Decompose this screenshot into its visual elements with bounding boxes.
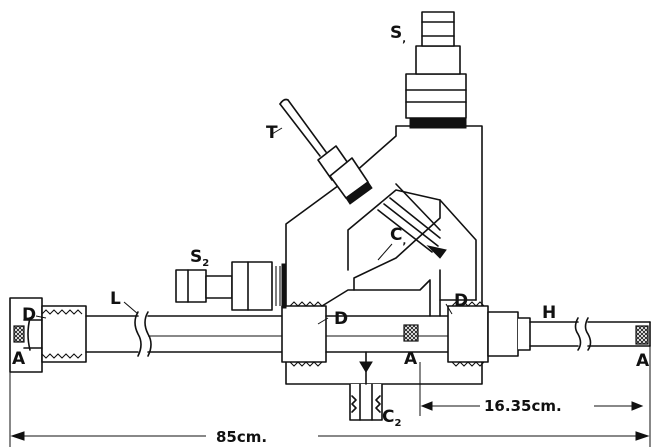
tube-h (529, 317, 651, 351)
label-s2: S2 (190, 247, 209, 269)
label-s1: S, (390, 23, 406, 45)
dimension-overall-text: 85cm. (216, 428, 267, 446)
tube-l (85, 311, 283, 357)
thermometer-t (279, 98, 373, 205)
label-d-mid: D (334, 309, 348, 329)
label-d-right: D (454, 291, 468, 311)
right-fitting (447, 301, 531, 367)
label-a-right: A (636, 351, 650, 371)
label-a-left: A (12, 349, 26, 369)
label-c2: C2 (382, 407, 401, 429)
dimension-right-text: 16.35cm. (484, 397, 562, 415)
shaft-s2 (175, 261, 287, 311)
seal-a-left (13, 325, 25, 343)
label-c1: C, (390, 225, 406, 247)
label-h: H (542, 303, 556, 323)
dimension-right (419, 362, 644, 416)
label-l: L (110, 289, 121, 309)
label-a-mid: A (404, 349, 418, 369)
label-d-left: D (22, 305, 36, 325)
seal-a-right (635, 325, 649, 345)
seal-a-mid (403, 324, 419, 342)
left-end-fitting (9, 297, 87, 373)
dimension-overall (9, 346, 651, 447)
leader-lines (35, 127, 453, 325)
label-t: T (266, 123, 278, 143)
capillary-c2 (349, 351, 383, 421)
shaft-s1 (405, 11, 467, 129)
